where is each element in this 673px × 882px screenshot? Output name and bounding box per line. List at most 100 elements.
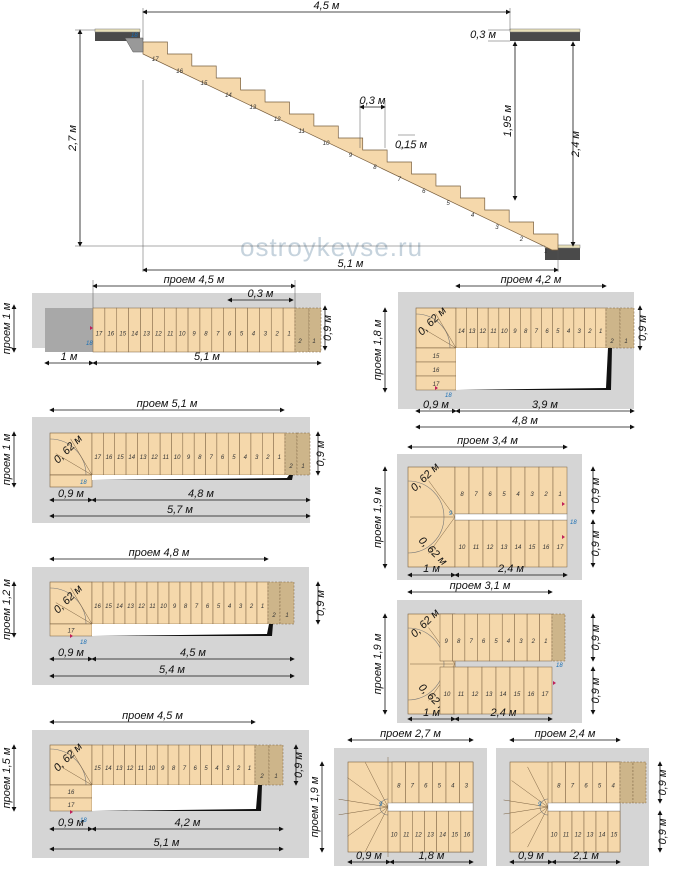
plan-u31-upper-step-num: 3 — [519, 639, 523, 645]
section-riser-label: 0,15 м — [395, 139, 427, 151]
plan-u31-right-bottom-label: 0,9 м — [590, 677, 602, 703]
plan-l15-step-num: 3 — [226, 766, 230, 772]
plan-u34-bottom-mid-label: 2,4 м — [497, 563, 524, 575]
plan-l10-step-num: 4 — [244, 455, 248, 461]
plan-straight-step-num: 2 — [275, 331, 280, 337]
plan-l15-step-num: 14 — [105, 766, 112, 772]
step-number: 13 — [250, 105, 257, 111]
plan-l18-arc — [415, 313, 451, 349]
plan-w24-lower-step-num: 13 — [587, 832, 594, 838]
direction-marker — [90, 326, 93, 330]
plan-straight-step-tread — [259, 307, 272, 353]
plan-u34-top-num: 18 — [570, 520, 577, 526]
direction-marker — [553, 681, 556, 685]
plan-l10-right-label: 0,9 м — [315, 440, 327, 466]
plan-u31-lower-step-num: 16 — [528, 692, 535, 698]
plan-u34-lower-step-tread — [538, 519, 554, 568]
plan-w27-upper-step-num: 3 — [465, 783, 469, 789]
plan-l15-landing — [49, 744, 93, 786]
direction-marker — [70, 634, 73, 638]
lower-slab — [545, 248, 580, 260]
plan-u34-lower-step-tread — [510, 519, 526, 568]
plan-u31-upper-step-tread — [539, 613, 553, 662]
plan-straight-step-tread — [247, 307, 260, 353]
step-number: 6 — [422, 189, 426, 195]
section-headroom-label: 1,95 м — [502, 105, 514, 137]
section-height-label: 2,7 м — [67, 125, 79, 152]
plan-u34-mid-num: 9 — [449, 511, 453, 517]
plan-l10-step-tread — [125, 432, 138, 476]
direction-marker — [70, 810, 73, 814]
plan-l18-right-label: 0,9 м — [637, 315, 649, 341]
plan-l10-step-num: 5 — [232, 455, 236, 461]
plan-l12-side-step-num: 17 — [68, 628, 75, 634]
plan-l15-num-1: 1 — [274, 774, 277, 780]
plan-w27-width-label: проем 1,9 м — [309, 776, 321, 837]
plan-u31-upper-step-num: 8 — [457, 639, 461, 645]
plan-straight-bottom-left-label: 1 м — [61, 351, 78, 363]
plan-l15-step-num: 15 — [94, 766, 101, 772]
plan-l15-side-step-num: 17 — [68, 803, 75, 809]
plan-u31-lower-step-num: 15 — [514, 692, 521, 698]
plan-l10-step-tread — [182, 432, 195, 476]
plan-l18-num-2: 2 — [609, 339, 614, 345]
plan-straight-step-tread — [270, 307, 284, 353]
plan-l12-step-num: 2 — [249, 604, 254, 610]
plan-straight-step-num: 1 — [287, 331, 290, 337]
plan-u31-upper-step-num: 4 — [507, 639, 511, 645]
plan-l12-step-tread — [256, 581, 269, 625]
plan-w24-bottom-mid-label: 2,1 м — [572, 850, 599, 862]
plan-u31-bottom-mid-label: 2,4 м — [490, 707, 517, 719]
winder-line — [70, 438, 93, 476]
upper-floor — [94, 28, 141, 33]
plan-l10-landing — [49, 432, 93, 476]
plan-straight-step-num: 11 — [167, 331, 173, 337]
plan-w27-upper-step-num: 6 — [424, 783, 428, 789]
plan-l10-step-tread — [114, 432, 127, 476]
plan-u34-lower-step-tread — [482, 519, 498, 568]
plan-l10-step-tread — [103, 432, 115, 476]
plan-l10-bottom-mid-label: 4,8 м — [188, 488, 214, 500]
plan-u31-lower-step-tread — [439, 666, 455, 715]
plan-u34-lower-step-num: 16 — [543, 545, 550, 551]
plan-l10-step-tread — [159, 432, 172, 476]
step-number: 1 — [544, 249, 547, 255]
step-number-top: 18 — [131, 33, 138, 39]
plan-w27-opening-label: проем 2,7 м — [380, 728, 441, 740]
plan-l15-opening-label: проем 4,5 м — [122, 710, 183, 722]
plan-l10-step-num: 11 — [163, 455, 169, 461]
plan-w27-lower-step-num: 10 — [391, 832, 398, 838]
plan-l12-step-tread — [245, 581, 258, 625]
plan-w27-bottom-mid-label: 1,8 м — [419, 850, 445, 862]
plan-u34-upper-step-tread — [454, 466, 470, 515]
plan-l15-bottom-mid-label: 4,2 м — [175, 817, 201, 829]
plan-l18-step-num: 13 — [469, 329, 476, 335]
plan-l12-top-num: 18 — [80, 640, 87, 646]
plan-straight-step-tread — [92, 307, 106, 353]
plan-l10-step-num: 13 — [140, 455, 147, 461]
plan-w27-lower-step-num: 15 — [451, 832, 458, 838]
plan-l10-step-tread — [216, 432, 229, 476]
plan-l15-step-num: 5 — [204, 766, 208, 772]
plan-l10-step-num: 3 — [255, 455, 259, 461]
step-number: 4 — [471, 213, 475, 219]
plan-straight-step-tread — [140, 307, 153, 353]
plan-u31-lower-step-num: 10 — [444, 692, 451, 698]
winder-line — [338, 806, 389, 816]
plan-u34-right-bottom-label: 0,9 м — [590, 530, 602, 556]
plan-straight-step-num: 5 — [240, 331, 244, 337]
lower-step-dashed — [296, 432, 311, 476]
plan-u34-lower-step-num: 10 — [459, 545, 466, 551]
plan-w27-upper-step-num: 5 — [438, 783, 442, 789]
plan-u34-upper-step-num: 3 — [530, 492, 534, 498]
plan-straight-opening-label: проем 4,5 м — [164, 274, 225, 286]
stairwell-void — [92, 624, 273, 636]
plan-l18-step-num: 9 — [513, 329, 517, 335]
direction-marker — [562, 535, 565, 539]
plan-straight-step-tread — [223, 307, 236, 353]
plan-straight-step-tread — [175, 307, 189, 353]
plan-u34-upper-step-num: 7 — [474, 492, 478, 498]
plan-l15-bottom-total-label: 5,1 м — [154, 837, 180, 849]
